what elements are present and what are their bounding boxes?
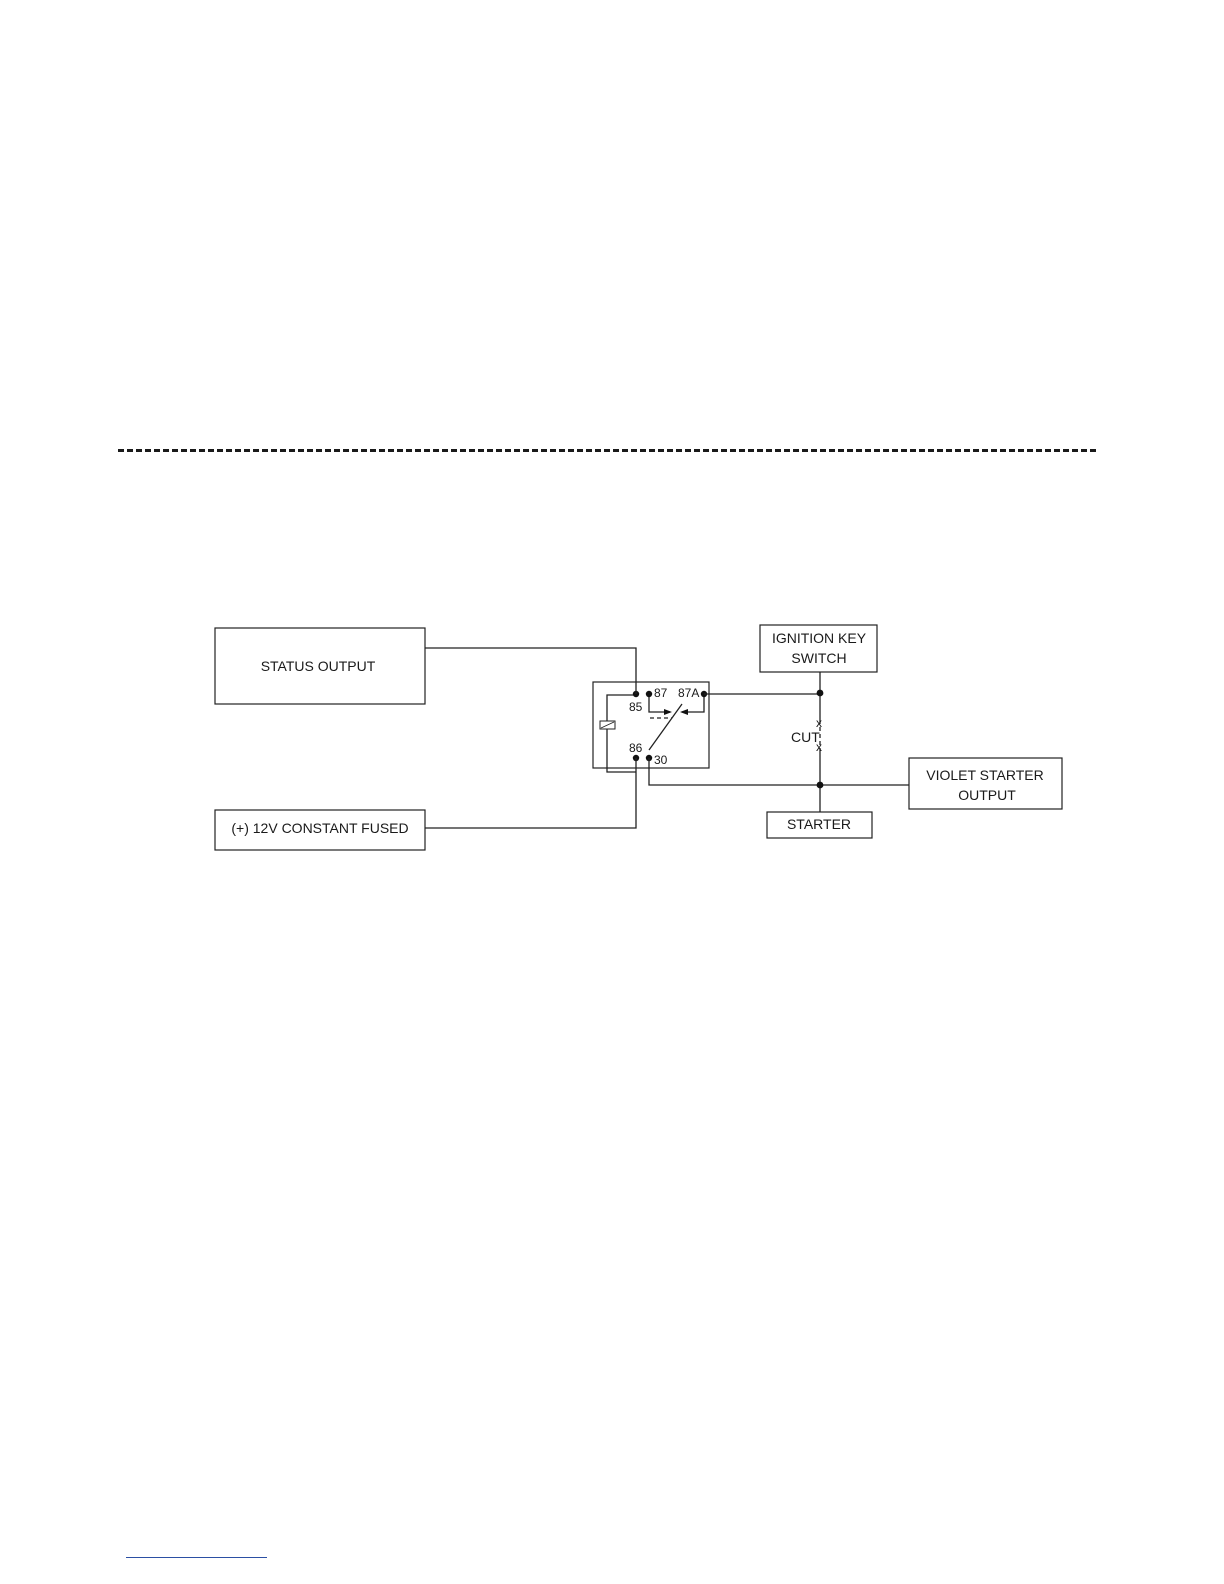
- ignition-key-label-line1: IGNITION KEY: [772, 630, 867, 646]
- pin-87-label: 87: [654, 686, 668, 700]
- violet-starter-label-line2: OUTPUT: [958, 787, 1016, 803]
- pin-87a-label: 87A: [678, 686, 699, 700]
- constant-fused-label: (+) 12V CONSTANT FUSED: [231, 820, 408, 836]
- constant-fused-box: (+) 12V CONSTANT FUSED: [215, 810, 425, 850]
- ignition-key-switch-box: IGNITION KEY SWITCH: [760, 625, 877, 672]
- pin-86-label: 86: [629, 741, 643, 755]
- junction-ignition-dot: [817, 690, 824, 697]
- relay: 85 86 87 87A 30: [593, 682, 709, 772]
- ignition-key-label-line2: SWITCH: [791, 650, 846, 666]
- junction-starter-dot: [817, 782, 824, 789]
- status-output-box: STATUS OUTPUT: [215, 628, 425, 704]
- pin-87-dot: [646, 691, 652, 697]
- pin-30-label: 30: [654, 753, 668, 767]
- violet-starter-output-box: VIOLET STARTER OUTPUT: [909, 758, 1062, 809]
- pin-85-label: 85: [629, 700, 643, 714]
- violet-starter-label-line1: VIOLET STARTER: [926, 767, 1043, 783]
- footer-rule: [126, 1557, 267, 1558]
- status-output-label: STATUS OUTPUT: [261, 658, 376, 674]
- starter-box: STARTER: [767, 812, 872, 838]
- cut-mark-top: x: [816, 716, 822, 730]
- cut-label: CUT: [791, 729, 820, 745]
- starter-label: STARTER: [787, 816, 851, 832]
